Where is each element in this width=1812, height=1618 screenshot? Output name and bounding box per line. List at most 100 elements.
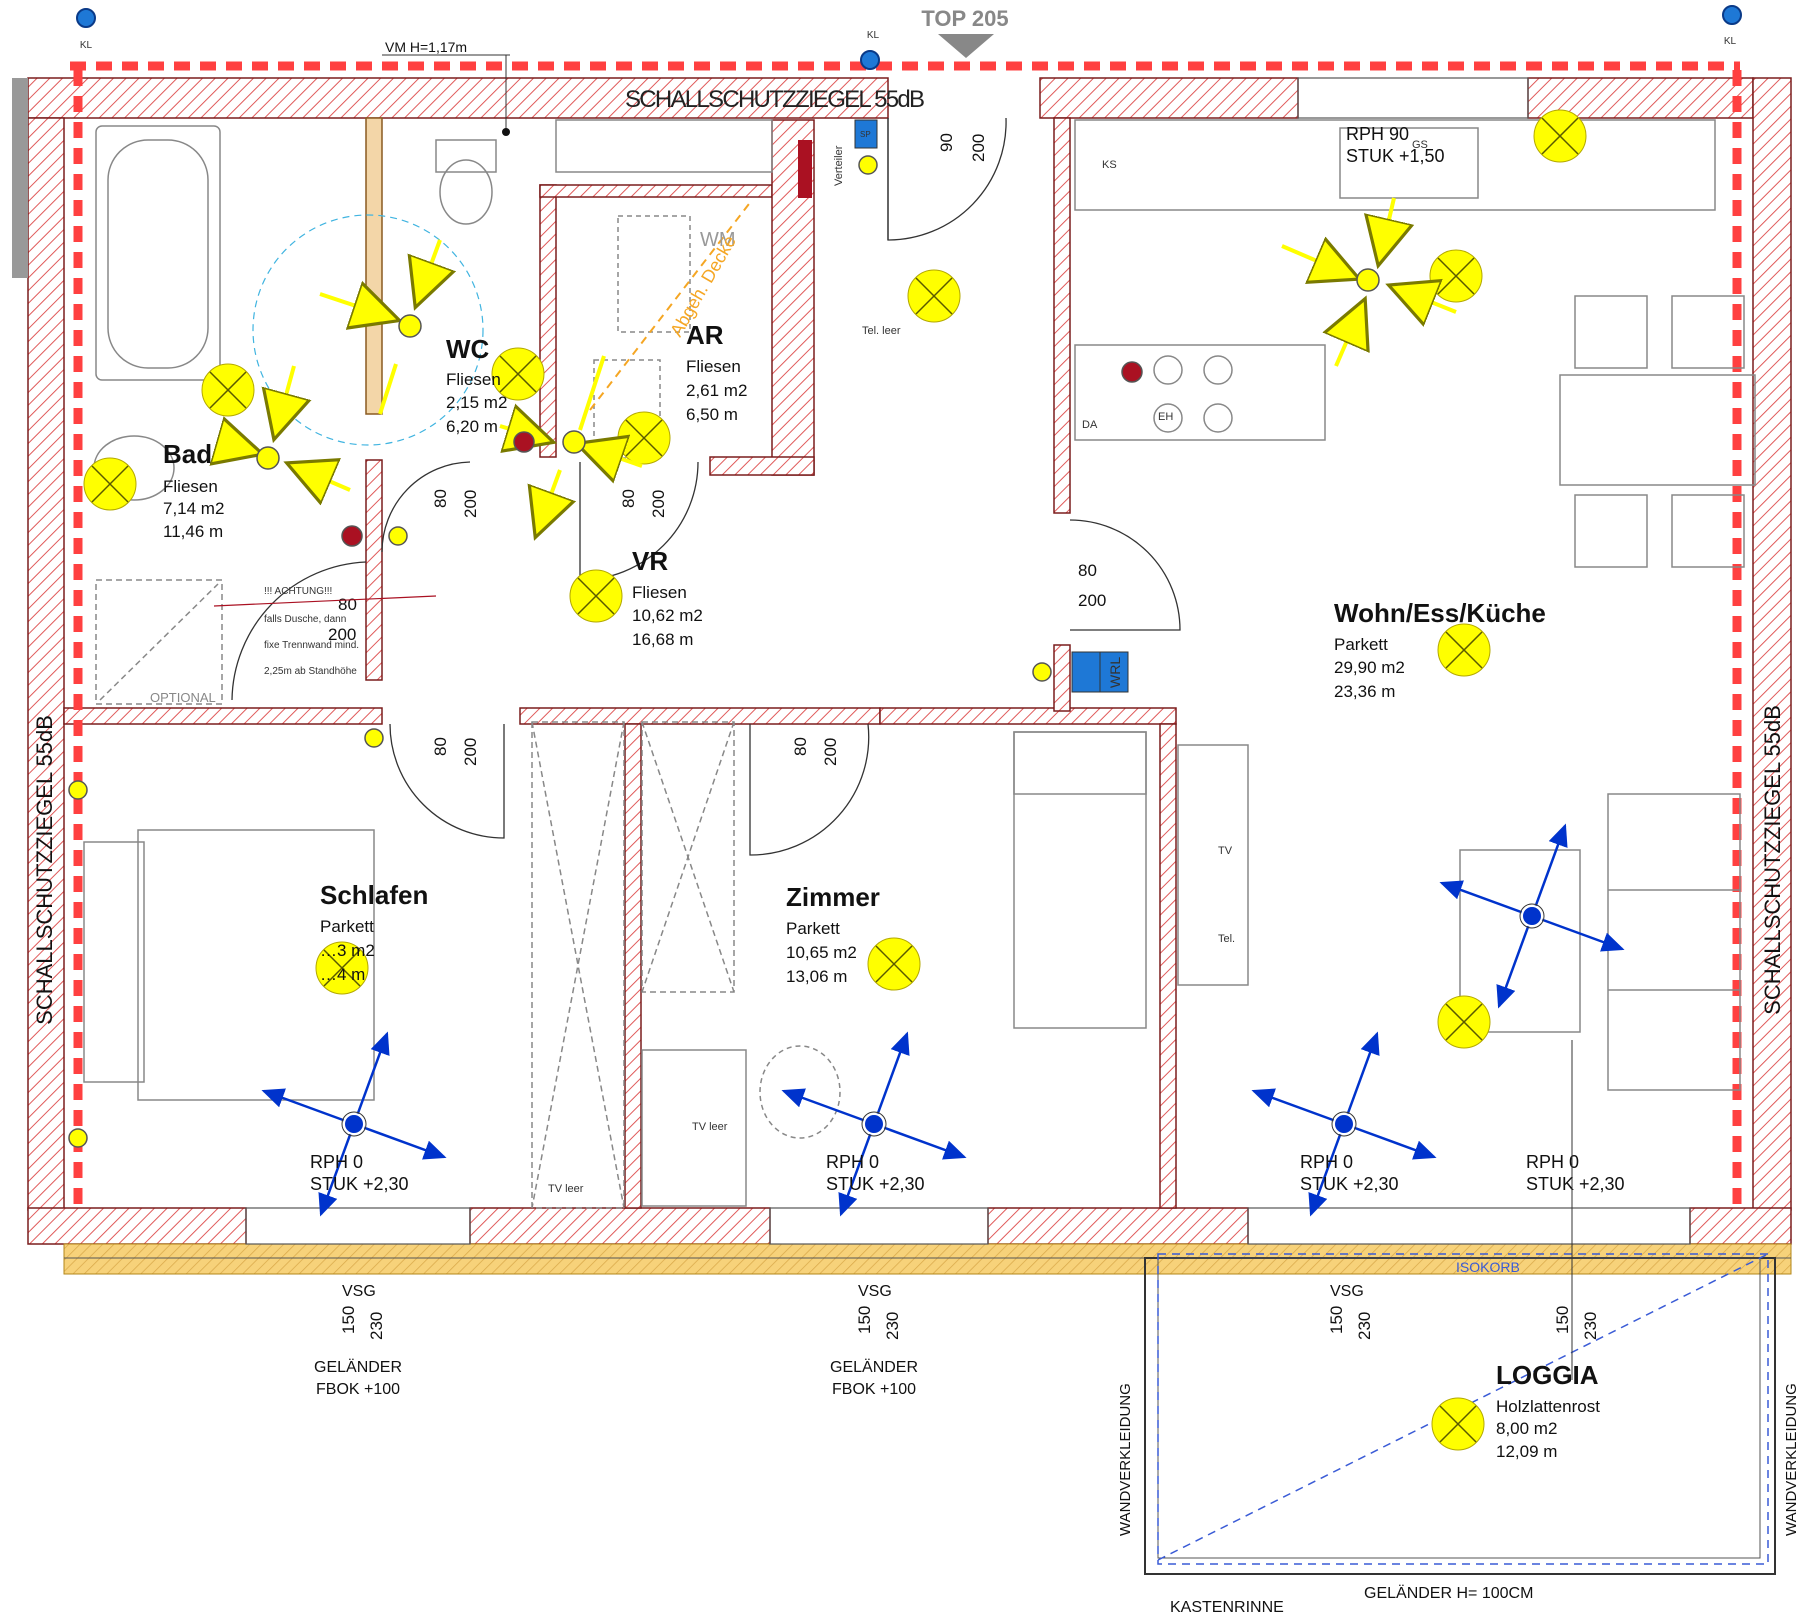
wall-right bbox=[1752, 77, 1792, 1211]
rph-wohn-1: RPH 0 bbox=[1300, 1152, 1353, 1172]
stuk-wohn-2: STUK +2,30 bbox=[1526, 1174, 1625, 1194]
wall-bad-bottom bbox=[63, 707, 383, 725]
ceiling-lamps bbox=[83, 109, 1587, 1451]
room-bad-area: 7,14 m2 bbox=[163, 499, 224, 518]
dim-door-wohn-h: 200 bbox=[1078, 591, 1106, 610]
win3-h: 230 bbox=[1355, 1312, 1374, 1340]
room-wc-perimeter: 6,20 m bbox=[446, 417, 498, 436]
win4-h: 230 bbox=[1581, 1312, 1600, 1340]
fixtures bbox=[83, 119, 1756, 1209]
win1-w: 150 bbox=[339, 1306, 358, 1334]
wall-ar-bottom bbox=[709, 456, 815, 476]
win1-h: 230 bbox=[367, 1312, 386, 1340]
kitchen-rph: RPH 90 bbox=[1346, 124, 1409, 144]
sp-label: SP bbox=[860, 130, 871, 139]
dim-door-ar-h: 200 bbox=[649, 490, 668, 518]
room-loggia-name: LOGGIA bbox=[1496, 1360, 1599, 1390]
rph-wohn-2: RPH 0 bbox=[1526, 1152, 1579, 1172]
dim-door-schlafen-w: 80 bbox=[431, 737, 450, 756]
wall-ar-top bbox=[539, 184, 773, 198]
bathtub bbox=[95, 125, 221, 381]
achtung-line-4: 2,25m ab Standhöhe bbox=[264, 666, 357, 677]
dim-door-entry-w: 90 bbox=[937, 133, 956, 152]
dim-door-zimmer-w: 80 bbox=[791, 737, 810, 756]
vsg-1: VSG bbox=[342, 1283, 376, 1300]
wandverkleidung-right: WANDVERKLEIDUNG bbox=[1783, 1383, 1800, 1536]
dim-door-wc-h: 200 bbox=[461, 490, 480, 518]
room-vr-area: 10,62 m2 bbox=[632, 606, 703, 625]
room-wc-floor: Fliesen bbox=[446, 370, 501, 389]
bed-schlafen bbox=[137, 829, 375, 1101]
closet-zimmer bbox=[641, 721, 735, 993]
kl-label-3: KL bbox=[1724, 36, 1737, 47]
wm-label: WM bbox=[700, 229, 736, 251]
air-outlet-icon bbox=[781, 1031, 967, 1217]
top-label: TOP 205 bbox=[921, 6, 1008, 31]
room-zimmer-name: Zimmer bbox=[786, 882, 880, 912]
achtung-line-1: !!! ACHTUNG!!! bbox=[264, 586, 332, 597]
wandverkleidung-left: WANDVERKLEIDUNG bbox=[1117, 1383, 1134, 1536]
fbok-2: FBOK +100 bbox=[832, 1381, 916, 1398]
optional-label: OPTIONAL bbox=[150, 690, 216, 705]
ceiling-lamp-icon bbox=[569, 569, 623, 623]
red-dashed-outline bbox=[70, 61, 1742, 1206]
ceiling-lamp-icon bbox=[1437, 995, 1491, 1049]
sensor-points bbox=[68, 155, 1380, 1148]
isokorb: ISOKORB bbox=[1456, 1259, 1520, 1275]
rph-schlafen: RPH 0 bbox=[310, 1152, 363, 1172]
ceiling-lamp-icon bbox=[1533, 109, 1587, 163]
wall-zimmer-wohn bbox=[1159, 723, 1177, 1209]
room-schlafen-name: Schlafen bbox=[320, 880, 428, 910]
room-wc-name: WC bbox=[446, 334, 490, 364]
air-outlet-icon bbox=[1439, 823, 1625, 1009]
ceiling-lamp-icon bbox=[201, 363, 255, 417]
dim-door-wohn-w: 80 bbox=[1078, 561, 1097, 580]
tv-leer-label-1: TV leer bbox=[692, 1121, 728, 1133]
room-wek-perimeter: 23,36 m bbox=[1334, 682, 1395, 701]
wall-top-right bbox=[1039, 77, 1299, 119]
wall-label-right: SCHALLSCHUTZZIEGEL 55dB bbox=[1760, 705, 1785, 1015]
room-loggia-perimeter: 12,09 m bbox=[1496, 1442, 1557, 1461]
rph-zimmer: RPH 0 bbox=[826, 1152, 879, 1172]
kl-label-2: KL bbox=[867, 30, 880, 41]
room-bad-perimeter: 11,46 m bbox=[163, 522, 223, 541]
wall-vr-wohn bbox=[1053, 117, 1071, 514]
room-bad-floor: Fliesen bbox=[163, 477, 218, 496]
win2-h: 230 bbox=[883, 1312, 902, 1340]
wall-label-left: SCHALLSCHUTZZIEGEL 55dB bbox=[32, 715, 57, 1025]
shower-optional bbox=[95, 579, 223, 705]
stuk-schlafen: STUK +2,30 bbox=[310, 1174, 409, 1194]
dim-door-schlafen-h: 200 bbox=[461, 738, 480, 766]
room-loggia-area: 8,00 m2 bbox=[1496, 1419, 1557, 1438]
achtung-line-3: fixe Trennwand mind. bbox=[264, 640, 359, 651]
doors bbox=[231, 117, 1181, 856]
ceiling-lamp-icon bbox=[1437, 623, 1491, 677]
walls bbox=[27, 77, 1792, 1245]
da-label: DA bbox=[1082, 419, 1098, 431]
room-zimmer-perimeter: 13,06 m bbox=[786, 967, 847, 986]
dim-door-ar-w: 80 bbox=[619, 489, 638, 508]
wall-bad-wc bbox=[365, 117, 383, 415]
room-ar-floor: Fliesen bbox=[686, 357, 741, 376]
tel-leer-label: Tel. leer bbox=[862, 325, 901, 337]
side-grey-left bbox=[12, 78, 28, 278]
gelaender-h: GELÄNDER H= 100CM bbox=[1364, 1584, 1533, 1602]
tel-label: Tel. bbox=[1218, 933, 1235, 945]
win3-w: 150 bbox=[1327, 1306, 1346, 1334]
abgeh-decke-line bbox=[589, 199, 753, 411]
chair-zimmer bbox=[759, 1045, 841, 1139]
vsg-3: VSG bbox=[1330, 1283, 1364, 1300]
win4-w: 150 bbox=[1553, 1306, 1572, 1334]
kl-label-1: KL bbox=[80, 40, 93, 51]
stuk-zimmer: STUK +2,30 bbox=[826, 1174, 925, 1194]
room-wek-floor: Parkett bbox=[1334, 635, 1388, 654]
wall-schlafen-closet bbox=[624, 723, 642, 1209]
room-ar-area: 2,61 m2 bbox=[686, 381, 747, 400]
labels: TOP 205 SCHALLSCHUTZZIEGEL 55dB VM H=1,1… bbox=[32, 6, 1800, 1616]
fbok-1: FBOK +100 bbox=[316, 1381, 400, 1398]
wall-bad-vr bbox=[365, 459, 383, 681]
bed-zimmer bbox=[1013, 731, 1147, 1029]
dim-door-zimmer-h: 200 bbox=[821, 738, 840, 766]
room-schlafen-floor: Parkett bbox=[320, 917, 374, 936]
desk-zimmer bbox=[641, 1049, 747, 1207]
